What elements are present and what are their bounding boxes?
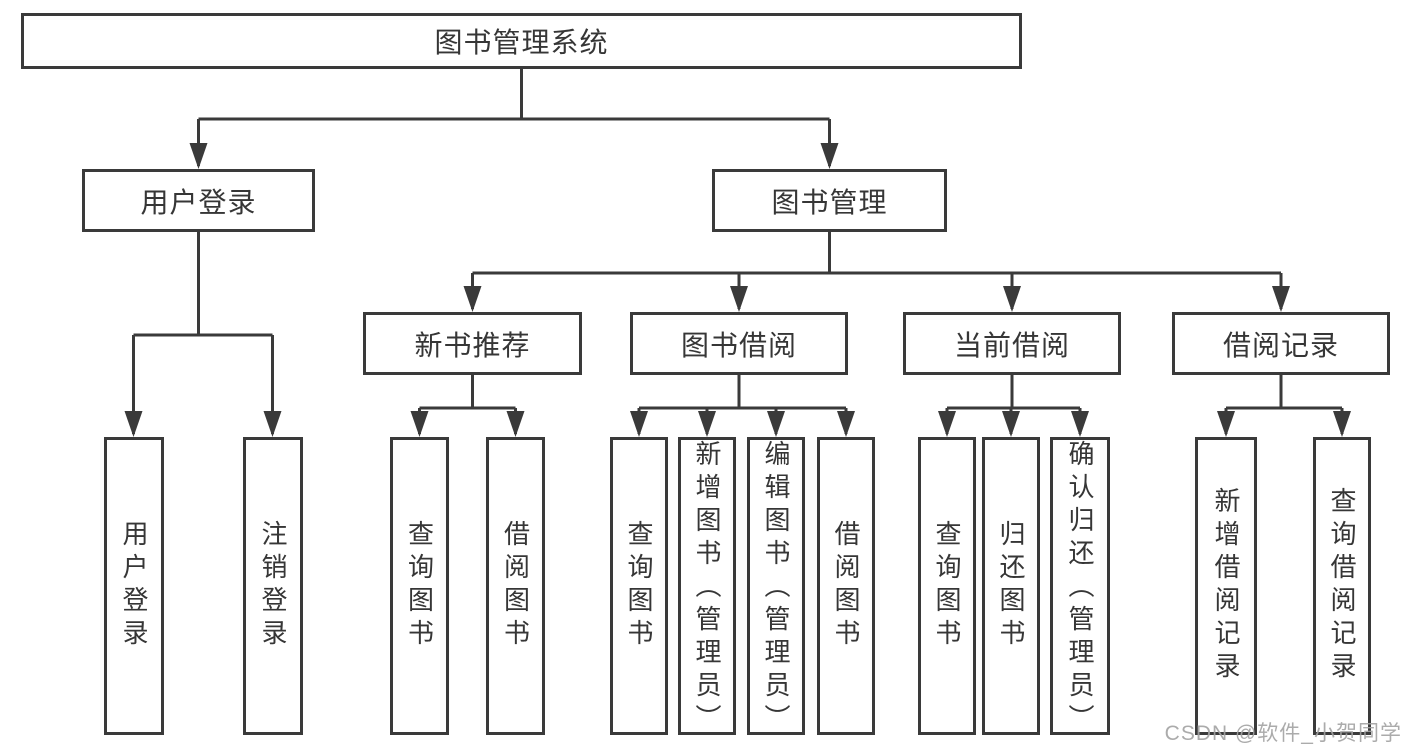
node-new-book-rec-label: 新书推荐	[414, 329, 531, 361]
node-leaf-cb-return-books: 归还图书	[982, 437, 1040, 735]
node-leaf-bb-query-books: 查询图书	[610, 437, 668, 735]
node-leaf-cb-confirm-return-admin: 确认归还（管理员）	[1050, 437, 1110, 737]
connector-book-mgmt-to-level3	[471, 232, 1283, 309]
node-leaf-user-login: 用户登录	[104, 437, 164, 735]
node-leaf-bb-query-books-label: 查询图书	[624, 520, 654, 652]
node-new-book-rec: 新书推荐	[363, 312, 582, 375]
node-leaf-user-login-label: 用户登录	[119, 520, 149, 652]
node-leaf-bb-edit-books-admin-label: 编辑图书（管理员）	[761, 440, 791, 737]
node-borrow-records: 借阅记录	[1172, 312, 1390, 375]
watermark: CSDN @软件_小贺同学	[1164, 722, 1402, 745]
node-leaf-bb-add-books-admin-label: 新增图书（管理员）	[692, 440, 722, 737]
node-leaf-cb-query-books-label: 查询图书	[932, 520, 962, 652]
node-leaf-logout: 注销登录	[243, 437, 303, 735]
node-leaf-br-query-record: 查询借阅记录	[1313, 437, 1371, 735]
arrowheads	[124, 143, 1351, 437]
node-leaf-cb-query-books: 查询图书	[918, 437, 976, 735]
node-leaf-bb-add-books-admin: 新增图书（管理员）	[678, 437, 736, 737]
node-leaf-nb-query-books: 查询图书	[390, 437, 449, 735]
node-leaf-br-add-record: 新增借阅记录	[1195, 437, 1257, 735]
node-leaf-bb-borrow-books-label: 借阅图书	[831, 520, 861, 652]
node-leaf-br-add-record-label: 新增借阅记录	[1211, 487, 1241, 685]
node-leaf-bb-edit-books-admin: 编辑图书（管理员）	[747, 437, 805, 737]
connector-borrow-records-children	[1224, 375, 1344, 434]
node-leaf-logout-label: 注销登录	[258, 520, 288, 652]
node-leaf-bb-borrow-books: 借阅图书	[817, 437, 875, 735]
node-book-mgmt-label: 图书管理	[771, 186, 888, 218]
node-user-login: 用户登录	[82, 169, 315, 232]
node-leaf-nb-borrow-books: 借阅图书	[486, 437, 545, 735]
node-root-label: 图书管理系统	[434, 27, 609, 58]
node-leaf-br-query-record-label: 查询借阅记录	[1327, 487, 1357, 685]
connector-user-login-children	[132, 232, 274, 434]
node-book-borrow: 图书借阅	[630, 312, 848, 375]
connector-new-book-children	[418, 375, 517, 434]
node-leaf-cb-confirm-return-admin-label: 确认归还（管理员）	[1065, 440, 1095, 737]
node-borrow-records-label: 借阅记录	[1222, 329, 1339, 361]
node-leaf-cb-return-books-label: 归还图书	[996, 520, 1026, 652]
node-current-borrow-label: 当前借阅	[953, 329, 1070, 361]
node-leaf-nb-query-books-label: 查询图书	[404, 520, 435, 652]
connector-root-to-level2	[197, 69, 831, 166]
node-book-borrow-label: 图书借阅	[680, 329, 797, 361]
node-leaf-nb-borrow-books-label: 借阅图书	[500, 520, 531, 652]
node-current-borrow: 当前借阅	[903, 312, 1121, 375]
node-root: 图书管理系统	[21, 13, 1022, 69]
node-user-login-label: 用户登录	[140, 186, 257, 218]
node-book-mgmt: 图书管理	[712, 169, 947, 232]
connector-book-borrow-children	[637, 375, 848, 434]
